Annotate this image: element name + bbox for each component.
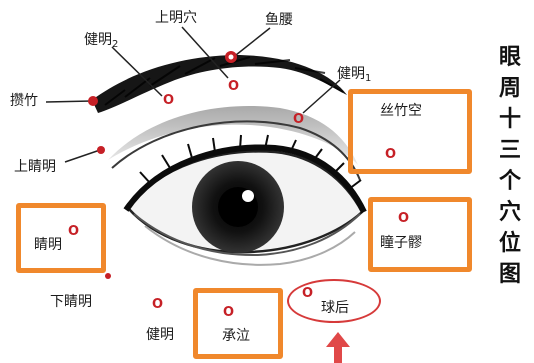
- label-jianming1: 健明1: [337, 66, 372, 84]
- label-jianming2: 健明2: [84, 32, 119, 50]
- lid-crease: [111, 120, 361, 181]
- eyebrow: [92, 55, 347, 113]
- jingming-box: [16, 203, 106, 273]
- up-arrow: [326, 332, 350, 363]
- yuyao-pointer: [235, 27, 271, 56]
- jingming-point: O: [68, 224, 80, 239]
- label-xiajingming: 下睛明: [50, 294, 92, 310]
- xiajingming-dot: [105, 273, 111, 279]
- title-char: 个: [498, 168, 521, 194]
- label-sizhukong: 丝竹空: [380, 103, 422, 119]
- title-char: 三: [498, 137, 521, 163]
- chengqi-box: [193, 288, 283, 359]
- label-zanzhu: 攒竹: [10, 93, 38, 109]
- sizhukong-box: [348, 89, 472, 174]
- label-shangjingming: 上睛明: [14, 159, 56, 175]
- label-yuyao: 鱼腰: [265, 12, 293, 28]
- lower-lid-fold: [144, 225, 356, 266]
- jianming1-point: O: [293, 112, 305, 127]
- title-char: 十: [498, 106, 521, 132]
- jianming2-pointer: [111, 46, 163, 97]
- diagram-title: 眼周十三个穴位图: [498, 42, 522, 290]
- sizhukong-point: O: [385, 147, 397, 162]
- label-shangmingxue: 上明穴: [155, 10, 197, 26]
- shangjingming-dot: [97, 146, 105, 154]
- lower-eyelid: [133, 213, 361, 257]
- title-char: 眼: [498, 44, 521, 70]
- upper-lid-shading: [108, 105, 358, 165]
- qiuhou-point: O: [302, 286, 314, 301]
- shangmingxue-pointer: [181, 26, 229, 79]
- label-tongziliao: 瞳子髎: [380, 235, 422, 251]
- title-char: 穴: [498, 199, 521, 225]
- shangjingming-pointer: [64, 149, 101, 163]
- upper-eyelid: [123, 144, 367, 214]
- title-char: 周: [498, 75, 521, 101]
- jianming-point: O: [152, 297, 164, 312]
- label-jianming: 健明: [146, 327, 174, 343]
- qiuhou-ellipse: [287, 279, 381, 323]
- jianming1-pointer: [302, 79, 341, 114]
- eyelashes: [139, 134, 362, 190]
- zanzhu-pointer: [45, 100, 93, 103]
- shangmingxue-point: O: [228, 79, 240, 94]
- tongziliao-point: O: [398, 211, 410, 226]
- zanzhu-dot: [88, 96, 98, 106]
- title-char: 图: [498, 261, 521, 287]
- title-char: 位: [498, 230, 521, 256]
- label-chengqi: 承泣: [222, 328, 250, 344]
- eye-highlight: [242, 190, 254, 202]
- yuyao-dot-center: [228, 54, 234, 60]
- jianming2-point: O: [163, 93, 175, 108]
- label-qiuhou: 球后: [321, 300, 349, 316]
- acupoint-dots: [88, 51, 237, 279]
- tongziliao-box: [368, 197, 472, 272]
- chengqi-point: O: [223, 305, 235, 320]
- label-jingming: 睛明: [34, 237, 62, 253]
